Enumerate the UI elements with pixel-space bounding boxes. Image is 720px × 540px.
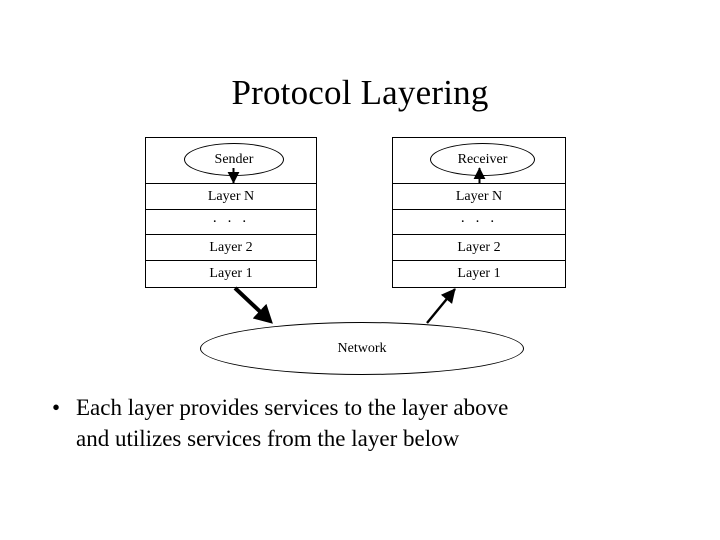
network-to-receiver-arrow-icon xyxy=(426,288,456,324)
receiver-ellipsis-label: · · · xyxy=(460,214,498,230)
receiver-endpoint-ellipse: Receiver xyxy=(430,143,535,176)
receiver-endpoint-row xyxy=(393,138,565,184)
bullet-list: • Each layer provides services to the la… xyxy=(52,392,692,454)
sender-layer-n-label: Layer N xyxy=(207,188,255,204)
sender-ellipsis-label: · · · xyxy=(212,214,250,230)
sender-layer-2-label: Layer 2 xyxy=(209,239,253,255)
sender-layer-stack: Layer N · · · Layer 2 Layer 1 xyxy=(145,137,317,288)
bullet-text: Each layer provides services to the laye… xyxy=(76,392,692,454)
receiver-layer-2-label: Layer 2 xyxy=(457,239,501,255)
sender-to-network-arrow-icon xyxy=(233,286,273,324)
bullet-line-2: and utilizes services from the layer bel… xyxy=(76,426,460,451)
receiver-layer-1-row: Layer 1 xyxy=(393,261,565,286)
sender-endpoint-ellipse: Sender xyxy=(184,143,284,176)
receiver-layer-n-label: Layer N xyxy=(455,188,503,204)
sender-layer-1-label: Layer 1 xyxy=(209,265,253,281)
receiver-layer-stack: Layer N · · · Layer 2 Layer 1 xyxy=(392,137,566,288)
sender-ellipsis-row: · · · xyxy=(146,210,316,235)
receiver-layer-1-label: Layer 1 xyxy=(457,265,501,281)
receiver-ellipsis-row: · · · xyxy=(393,210,565,235)
network-ellipse: Network xyxy=(200,322,524,375)
bullet-marker-icon: • xyxy=(52,395,61,420)
receiver-layer-n-row: Layer N xyxy=(393,184,565,210)
sender-layer-2-row: Layer 2 xyxy=(146,235,316,261)
receiver-layer-2-row: Layer 2 xyxy=(393,235,565,261)
sender-layer-1-row: Layer 1 xyxy=(146,261,316,286)
list-item: • Each layer provides services to the la… xyxy=(52,392,692,454)
receiver-endpoint-label: Receiver xyxy=(457,151,508,167)
sender-endpoint-label: Sender xyxy=(214,151,254,167)
page-title: Protocol Layering xyxy=(231,73,489,112)
bullet-line-1: Each layer provides services to the laye… xyxy=(76,395,509,420)
network-label: Network xyxy=(337,340,387,356)
sender-layer-n-row: Layer N xyxy=(146,184,316,210)
